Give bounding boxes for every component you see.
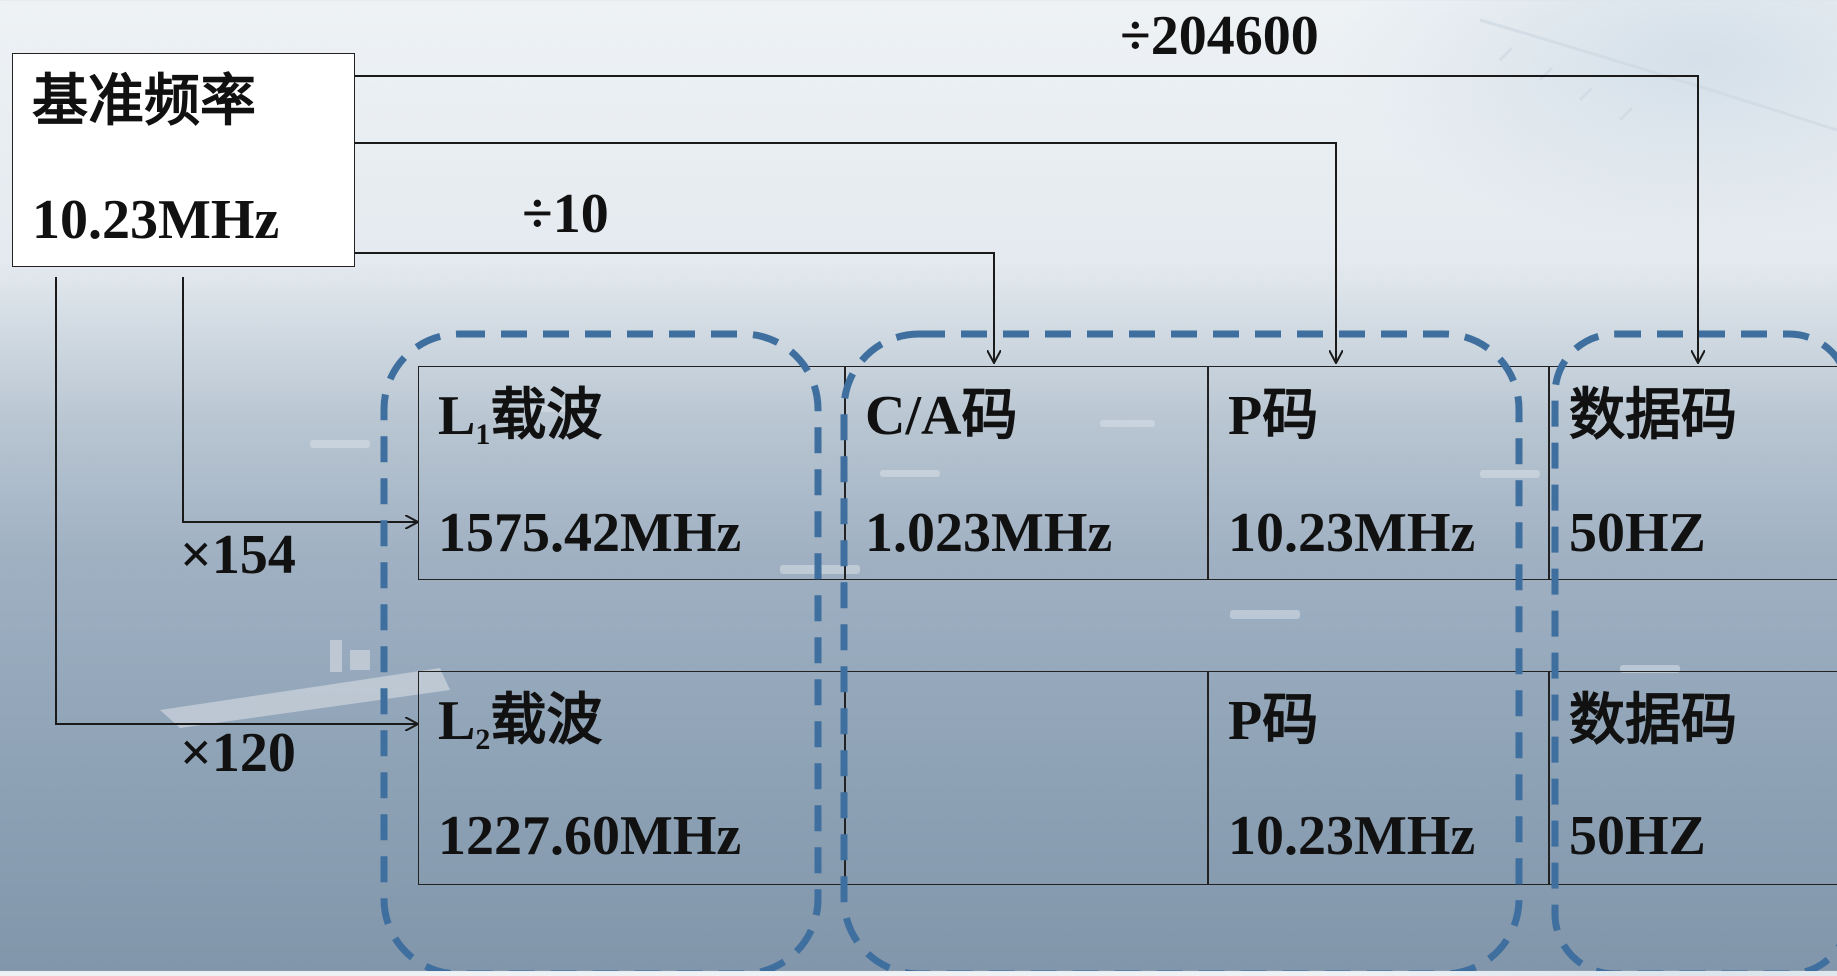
l1-data-code-name: 数据码 xyxy=(1569,385,1737,447)
reference-frequency-value: 10.23MHz xyxy=(32,189,280,251)
multiply-154-label: ×154 xyxy=(180,524,296,586)
multiply-120-label: ×120 xyxy=(180,722,296,784)
reference-frequency-box xyxy=(12,53,355,267)
l2-carrier-freq: 1227.60MHz xyxy=(438,805,742,867)
l2-data-code-freq: 50HZ xyxy=(1569,805,1706,867)
reference-frequency-title: 基准频率 xyxy=(32,71,256,133)
l1-data-code-freq: 50HZ xyxy=(1569,502,1706,564)
ca-code-name: C/A码 xyxy=(865,385,1018,447)
l2-ca-code-cell xyxy=(845,671,1208,885)
l2-p-code-freq: 10.23MHz xyxy=(1228,805,1476,867)
l1-p-code-freq: 10.23MHz xyxy=(1228,502,1476,564)
l2-p-code-name: P码 xyxy=(1228,690,1319,752)
l1-carrier-name: L1载波 xyxy=(438,385,603,451)
l1-p-code-name: P码 xyxy=(1228,385,1319,447)
l1-carrier-freq: 1575.42MHz xyxy=(438,502,742,564)
ca-code-freq: 1.023MHz xyxy=(865,502,1113,564)
divide-10-label: ÷10 xyxy=(522,183,609,245)
l2-data-code-name: 数据码 xyxy=(1569,690,1737,752)
divide-204600-label: ÷204600 xyxy=(1120,5,1319,67)
l2-subscript: 2 xyxy=(475,723,491,756)
l1-subscript: 1 xyxy=(475,418,491,451)
l2-carrier-name: L2载波 xyxy=(438,690,603,756)
